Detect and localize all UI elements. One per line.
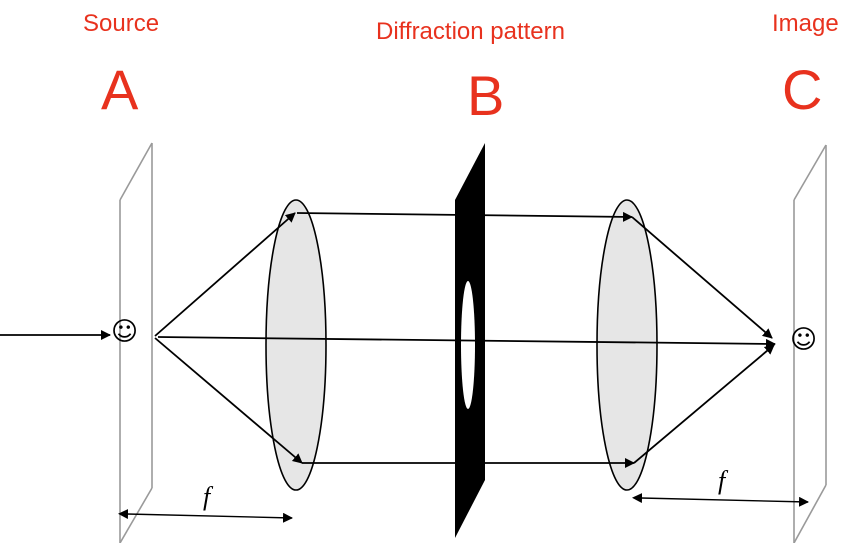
image-plane — [793, 144, 827, 543]
ray-lower-converge — [633, 344, 775, 464]
source-smiley-icon: ☺ — [111, 317, 139, 347]
focal-label-right: f — [718, 466, 726, 495]
focal-arrow-right — [632, 493, 809, 507]
ray-upper-converge — [631, 216, 773, 339]
lens-left — [265, 199, 327, 491]
aperture-hole — [461, 281, 475, 409]
ray-upper-parallel — [296, 211, 633, 222]
ray-axial — [157, 336, 776, 349]
source-letter: A — [101, 58, 139, 121]
source-title: Source — [83, 10, 160, 37]
image-smiley-icon: ☺ — [790, 325, 818, 355]
diffraction-letter: B — [467, 64, 505, 127]
diffraction-title: Diffraction pattern — [376, 18, 565, 45]
lens-right — [596, 199, 658, 491]
ray-upper-diverge — [154, 212, 296, 337]
focal-label-left: f — [203, 482, 211, 511]
image-title: Image — [772, 10, 839, 37]
image-letter: C — [782, 58, 823, 121]
ray-lower-diverge — [154, 337, 303, 464]
focal-arrow-left — [118, 509, 293, 523]
